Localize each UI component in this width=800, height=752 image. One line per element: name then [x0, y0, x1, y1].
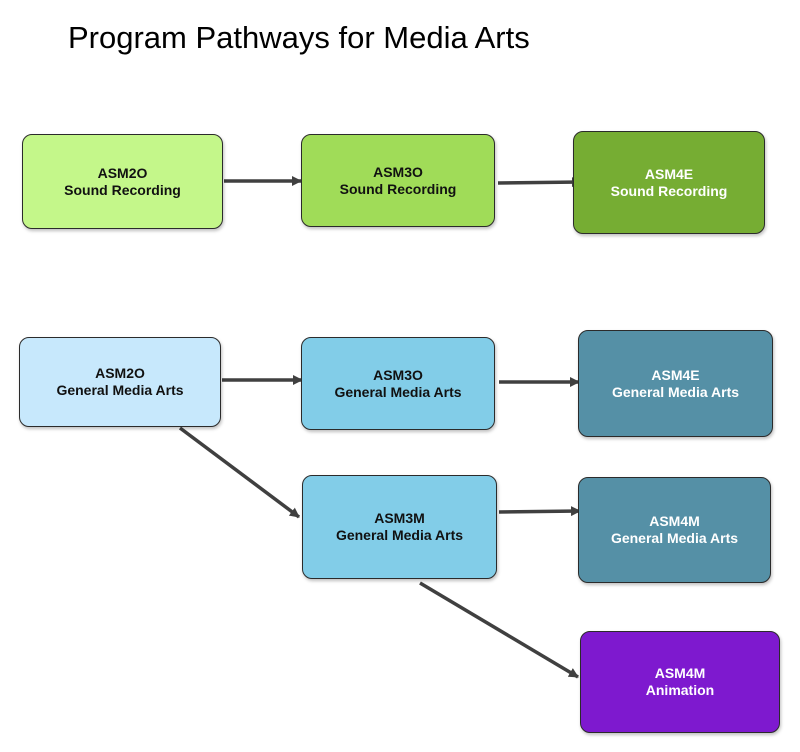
node-name: Sound Recording	[64, 181, 181, 198]
node-code: ASM3O	[373, 366, 423, 383]
arrow-n7-n8	[498, 506, 581, 517]
node-name: General Media Arts	[56, 382, 184, 398]
node-asm3o-sound-recording: ASM3O Sound Recording	[301, 134, 495, 227]
node-name: Sound Recording	[610, 182, 728, 199]
arrow-n4-n7	[178, 426, 301, 519]
node-name: Animation	[645, 682, 715, 698]
node-code: ASM4E	[644, 165, 694, 182]
node-code: ASM4M	[649, 513, 700, 529]
node-asm4e-general-media-arts: ASM4E General Media Arts	[578, 330, 773, 437]
node-asm3o-general-media-arts: ASM3O General Media Arts	[301, 337, 495, 430]
node-code: ASM2O	[95, 365, 145, 381]
node-asm4m-general-media-arts: ASM4M General Media Arts	[578, 477, 771, 583]
node-asm3m-general-media-arts: ASM3M General Media Arts	[302, 475, 497, 579]
node-code: ASM3M	[374, 510, 425, 526]
node-code: ASM4M	[654, 665, 706, 681]
node-name: General Media Arts	[611, 383, 740, 400]
node-code: ASM3O	[373, 163, 423, 180]
arrow-n2-n3	[497, 177, 582, 188]
node-asm4e-sound-recording: ASM4E Sound Recording	[573, 131, 765, 234]
node-name: General Media Arts	[610, 530, 739, 546]
node-code: ASM4E	[651, 366, 700, 383]
node-name: Sound Recording	[339, 180, 457, 197]
node-code: ASM2O	[97, 164, 148, 181]
node-asm2o-sound-recording: ASM2O Sound Recording	[22, 134, 223, 229]
node-asm2o-general-media-arts: ASM2O General Media Arts	[19, 337, 221, 427]
node-name: General Media Arts	[335, 527, 464, 543]
node-name: General Media Arts	[334, 383, 462, 400]
arrow-n7-n9	[419, 581, 579, 679]
diagram-title: Program Pathways for Media Arts	[68, 20, 530, 55]
node-asm4m-animation: ASM4M Animation	[580, 631, 780, 733]
